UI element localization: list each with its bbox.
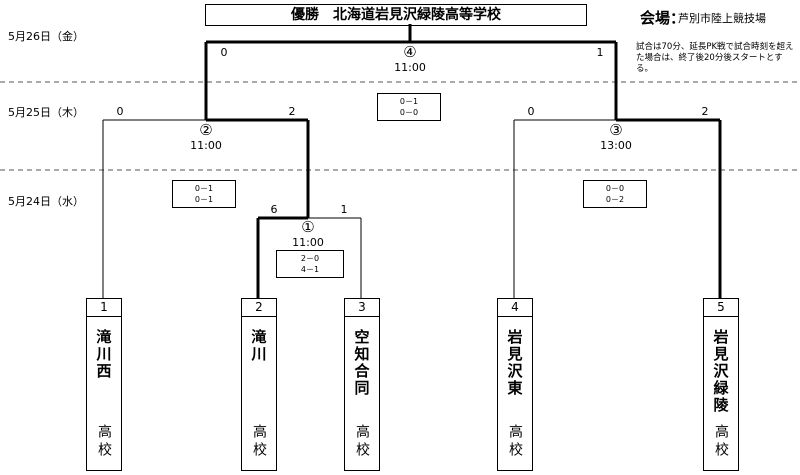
team-suffix: 高校 — [251, 424, 267, 460]
team-seed: 2 — [242, 299, 276, 317]
team-seed: 5 — [704, 299, 738, 317]
m4-score-right: 1 — [596, 46, 604, 59]
team-box-4: 4 岩見沢東 高校 — [497, 298, 533, 471]
team-suffix: 高校 — [713, 424, 729, 460]
m3-time: 13:00 — [600, 139, 632, 152]
venue-label: 会場： — [640, 9, 686, 27]
m4-detail-2: 0－0 — [399, 108, 419, 117]
team-name: 滝川 — [249, 329, 268, 363]
team-suffix: 高校 — [507, 424, 523, 460]
m4-time: 11:00 — [394, 61, 426, 74]
m2-time: 11:00 — [190, 139, 222, 152]
team-suffix: 高校 — [96, 424, 112, 460]
champion-title: 優勝 北海道岩見沢緑陵高等学校 — [205, 4, 587, 26]
m4-score-left: 0 — [220, 46, 228, 59]
match-rules: 試合は70分、延長PK戦で試合時刻を超えた場合は、終了後20分後スタートとする。 — [636, 42, 794, 74]
m3-detail-1: 0－0 — [605, 184, 625, 193]
m1-time: 11:00 — [292, 236, 324, 249]
team-name: 空知合同 — [352, 329, 371, 397]
m1-score-right: 1 — [340, 203, 348, 216]
team-box-3: 3 空知合同 高校 — [344, 298, 380, 471]
m2-number: ② — [199, 121, 213, 139]
m1-score-left: 6 — [270, 203, 278, 216]
m1-score-detail: 2－0 4－1 — [276, 250, 344, 278]
m3-number: ③ — [609, 121, 623, 139]
m1-detail-2: 4－1 — [300, 265, 320, 274]
date-semifinal: 5月25日（木） — [8, 106, 84, 119]
m4-number: ④ — [403, 43, 417, 61]
m2-detail-2: 0－1 — [194, 195, 214, 204]
m1-number: ① — [301, 218, 315, 236]
m2-detail-1: 0－1 — [194, 184, 214, 193]
m1-detail-1: 2－0 — [300, 254, 320, 263]
date-final: 5月26日（金） — [8, 30, 84, 43]
m3-score-detail: 0－0 0－2 — [583, 180, 647, 208]
m4-detail-1: 0－1 — [399, 97, 419, 106]
m2-score-detail: 0－1 0－1 — [172, 180, 236, 208]
m4-score-detail: 0－1 0－0 — [377, 93, 441, 121]
team-suffix: 高校 — [354, 424, 370, 460]
m2-score-right: 2 — [288, 105, 296, 118]
team-seed: 4 — [498, 299, 532, 317]
team-box-1: 1 滝川西 高校 — [86, 298, 122, 471]
team-name: 岩見沢東 — [505, 329, 524, 397]
date-round1: 5月24日（水） — [8, 195, 84, 208]
m2-score-left: 0 — [116, 105, 124, 118]
m3-score-left: 0 — [527, 105, 535, 118]
venue-name: 芦別市陸上競技場 — [678, 12, 766, 25]
team-box-2: 2 滝川 高校 — [241, 298, 277, 471]
team-name: 岩見沢緑陵 — [711, 329, 730, 414]
m3-score-right: 2 — [701, 105, 709, 118]
team-seed: 3 — [345, 299, 379, 317]
m3-detail-2: 0－2 — [605, 195, 625, 204]
team-name: 滝川西 — [94, 329, 113, 380]
team-seed: 1 — [87, 299, 121, 317]
team-box-5: 5 岩見沢緑陵 高校 — [703, 298, 739, 471]
